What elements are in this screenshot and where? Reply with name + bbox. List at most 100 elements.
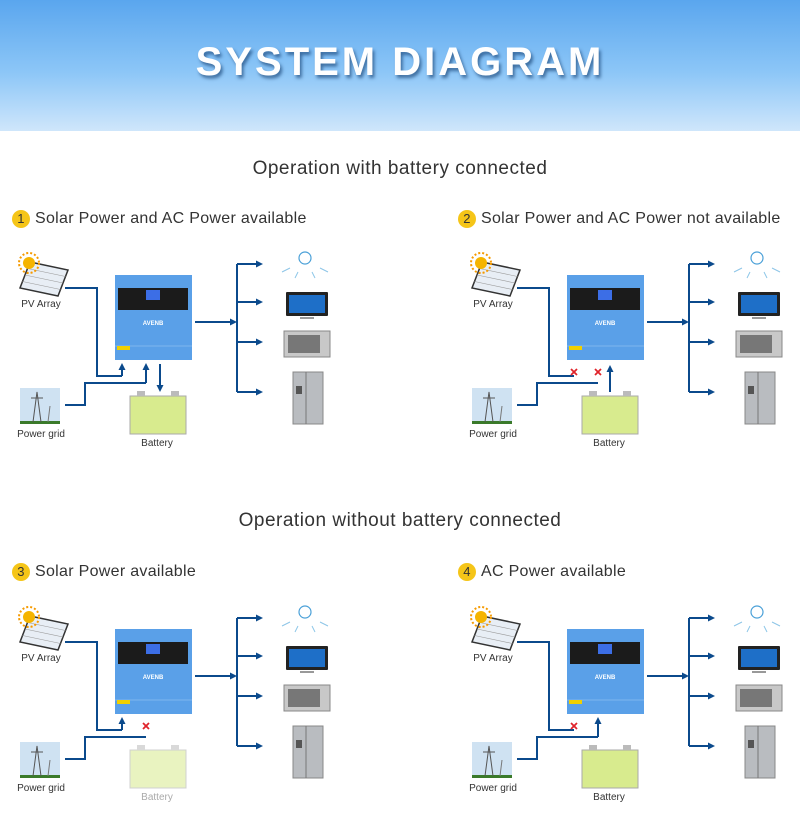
panel-grid [479, 622, 518, 631]
inverter-icon: AVENB [567, 275, 644, 360]
panel-grid [22, 281, 61, 290]
warning-label [569, 700, 582, 704]
bulb [298, 251, 312, 265]
output-arrow [682, 672, 689, 680]
microwave-icon [283, 684, 331, 712]
bulb-ray [281, 267, 291, 273]
load-arrow [256, 260, 263, 268]
pv-array-label: PV Array [473, 299, 512, 310]
light-bulb-icon [281, 251, 329, 279]
tv-icon [286, 292, 328, 319]
number-badge: 2 [458, 210, 476, 228]
grid-sky [472, 388, 512, 424]
fridge-dispenser [748, 740, 754, 748]
power-grid-icon [472, 742, 512, 778]
bulb-ray [319, 267, 329, 273]
tv-stand [752, 317, 766, 319]
sun [23, 257, 35, 269]
battery-arrow [606, 365, 614, 372]
fridge-body [744, 725, 776, 779]
grid-ground [472, 775, 512, 778]
load-arrow [256, 614, 263, 622]
load-arrow [256, 742, 263, 750]
battery-terminal [589, 391, 597, 396]
cross-icon [594, 368, 602, 376]
battery-body [581, 749, 639, 789]
tv-icon [286, 646, 328, 673]
bulb-ray [319, 621, 329, 627]
tv-screen [741, 649, 777, 667]
pv-arrow [118, 717, 126, 724]
brand-logo: AVENB [595, 321, 616, 327]
load-arrow [708, 742, 715, 750]
tv-screen [289, 649, 325, 667]
inverter-icon: AVENB [115, 629, 192, 714]
grid-line [517, 382, 598, 406]
pylon-small [47, 405, 51, 423]
bulb-ray [763, 271, 768, 279]
bulb [750, 605, 764, 619]
panel-title-text: AC Power available [481, 563, 627, 580]
pv-line [517, 641, 574, 731]
warning-label [117, 346, 130, 350]
refrigerator-icon [744, 371, 776, 425]
grid-arrow [142, 363, 150, 370]
battery-icon [581, 745, 639, 789]
bulb-ray [733, 267, 743, 273]
bulb-ray [733, 621, 743, 627]
battery-label: Battery [593, 438, 625, 449]
tv-icon [738, 292, 780, 319]
cross-stroke [594, 368, 602, 376]
output-arrow [230, 672, 237, 680]
power-grid-icon [472, 388, 512, 424]
panel-grid [27, 268, 66, 277]
battery-terminal [623, 745, 631, 750]
tv-screen [289, 295, 325, 313]
pylon [484, 391, 494, 423]
bulb-ray [281, 621, 291, 627]
bulb-ray [771, 267, 781, 273]
cross-stroke [570, 722, 578, 730]
pv-line [65, 287, 122, 377]
panel-grid [474, 635, 513, 644]
pv-array-icon [470, 252, 522, 297]
sun [475, 257, 487, 269]
output-arrow [682, 318, 689, 326]
microwave-door [740, 335, 772, 353]
pylon [32, 391, 42, 423]
battery-terminal [137, 745, 145, 750]
sun-rays [18, 606, 40, 628]
grid-ground [20, 421, 60, 424]
load-arrow [708, 614, 715, 622]
fridge-body [292, 725, 324, 779]
panel-grid [24, 274, 64, 284]
load-arrow [256, 298, 263, 306]
grid-line [517, 736, 598, 760]
grid-arrow [594, 717, 602, 724]
lcd-screen [146, 644, 160, 654]
tv-icon [738, 646, 780, 673]
tv-stand [752, 671, 766, 673]
bulb-ray [763, 625, 768, 633]
pv-array-icon [18, 606, 70, 651]
panel-grid [476, 274, 516, 284]
microwave-door [288, 335, 320, 353]
bulb [298, 605, 312, 619]
cross-icon [142, 722, 150, 730]
grid-sky [472, 742, 512, 778]
battery-icon [581, 391, 639, 435]
fridge-dispenser [296, 740, 302, 748]
load-arrow [708, 652, 715, 660]
pv-array-label: PV Array [21, 299, 60, 310]
inverter-icon: AVENB [115, 275, 192, 360]
pv-array-label: PV Array [473, 653, 512, 664]
grid-line [65, 382, 146, 406]
battery-body [581, 395, 639, 435]
light-bulb-icon [733, 251, 781, 279]
